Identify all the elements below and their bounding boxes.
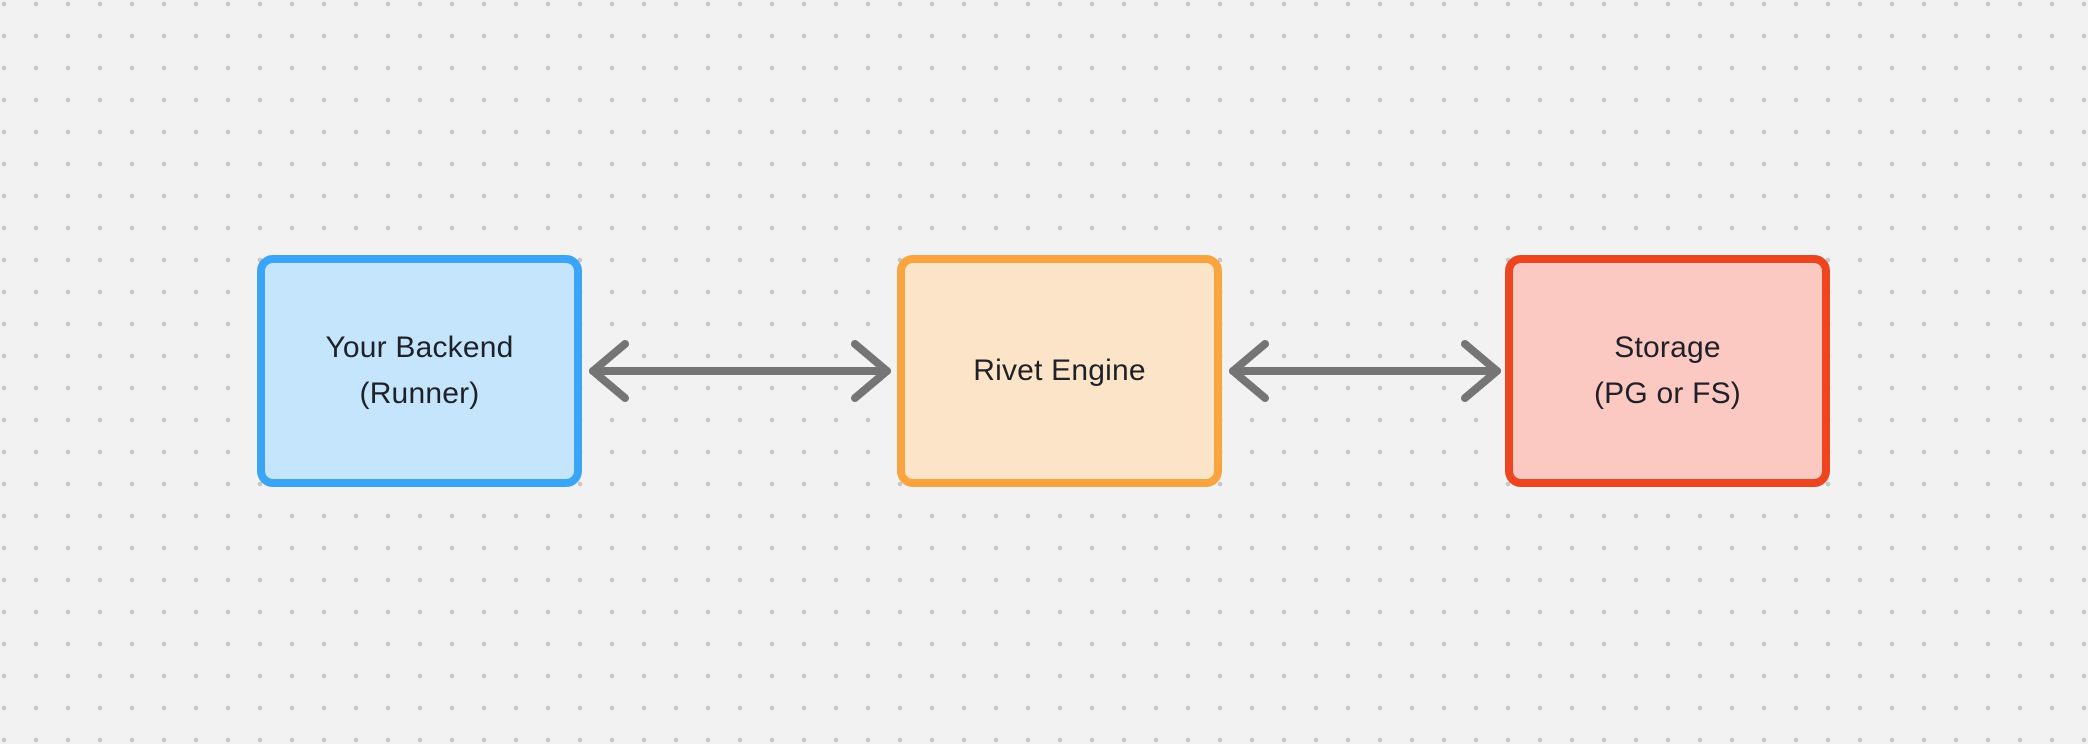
arrowhead-right (851, 340, 891, 402)
connector-backend-engine[interactable] (583, 331, 897, 411)
connector-engine-storage[interactable] (1223, 331, 1507, 411)
node-your-backend[interactable]: Your Backend (Runner) (257, 255, 582, 487)
node-your-backend-label: Your Backend (Runner) (325, 325, 513, 417)
node-storage-label: Storage (PG or FS) (1594, 325, 1741, 417)
node-storage[interactable]: Storage (PG or FS) (1505, 255, 1830, 487)
node-label-line: (PG or FS) (1593, 377, 1741, 410)
node-label-line: Storage (1614, 331, 1721, 364)
node-label-line: Your Backend (325, 331, 514, 364)
arrowhead-left (589, 340, 629, 402)
node-rivet-engine-label: Rivet Engine (973, 348, 1146, 394)
node-label-line: (Runner) (359, 377, 480, 410)
node-label-line: Rivet Engine (973, 354, 1146, 387)
arrowhead-left (1229, 340, 1269, 402)
arrowhead-right (1461, 340, 1501, 402)
node-rivet-engine[interactable]: Rivet Engine (897, 255, 1222, 487)
